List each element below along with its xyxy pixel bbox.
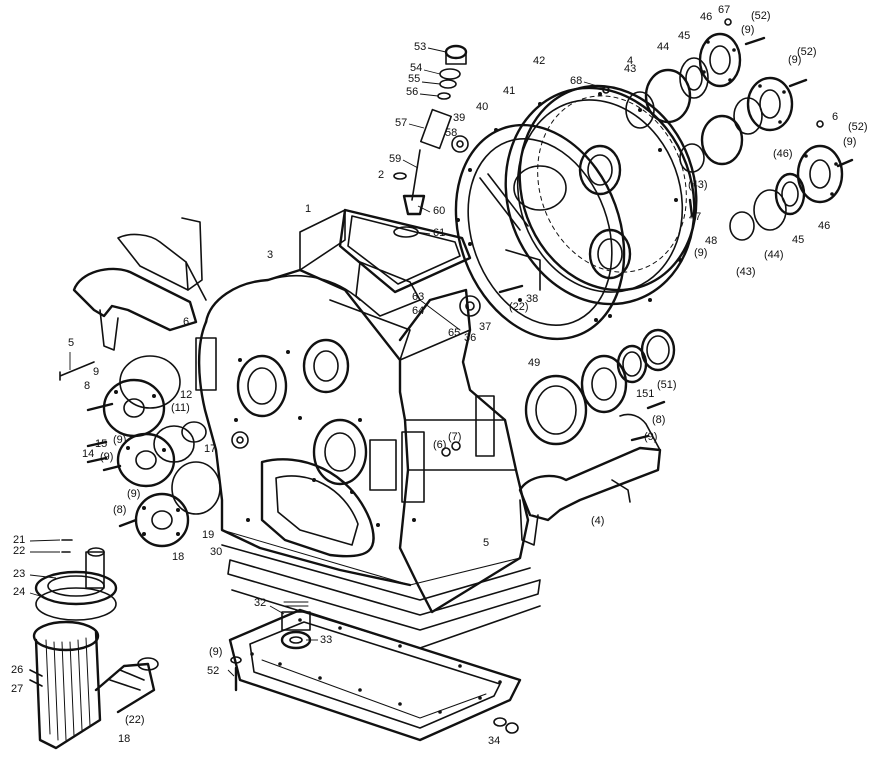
part-label: 46 xyxy=(700,11,712,23)
output-shaft-assembly xyxy=(29,539,159,750)
part-label: 6 xyxy=(832,111,838,123)
part-label: 60 xyxy=(433,205,445,217)
leader-lines xyxy=(29,47,605,677)
part-label: 5 xyxy=(483,537,489,549)
part-label: 45 xyxy=(678,30,690,42)
part-label: 27 xyxy=(11,683,23,695)
part-number-labels: 123455668(8)(8)9(9)(9)(9)(9)(9)(9)(9)(9)… xyxy=(11,4,868,747)
part-label: 17 xyxy=(204,443,216,455)
part-label: 6 xyxy=(183,316,189,328)
lower-right-seals xyxy=(524,328,676,446)
right-mounting-bracket xyxy=(475,395,662,546)
part-label: 151 xyxy=(636,388,654,400)
part-label: 41 xyxy=(503,85,515,97)
part-label: 55 xyxy=(408,73,420,85)
part-label: 47 xyxy=(689,211,701,223)
part-label: 14 xyxy=(82,448,94,460)
part-label: (43) xyxy=(688,179,708,191)
part-label: 3 xyxy=(267,249,273,261)
part-label: 18 xyxy=(118,733,130,745)
part-label: (9) xyxy=(788,54,801,66)
part-label: 9 xyxy=(93,366,99,378)
part-label: (9) xyxy=(741,24,754,36)
part-label: (52) xyxy=(797,46,817,58)
part-label: 49 xyxy=(528,357,540,369)
part-label: (9) xyxy=(113,434,126,446)
part-label: 5 xyxy=(68,337,74,349)
part-label: 15 xyxy=(95,438,107,450)
part-label: (9) xyxy=(694,247,707,259)
part-label: (8) xyxy=(652,414,665,426)
part-label: (9) xyxy=(644,431,657,443)
part-label: (51) xyxy=(657,379,677,391)
part-label: (11) xyxy=(171,402,190,414)
part-label: 37 xyxy=(479,321,491,333)
part-label: 4 xyxy=(627,55,633,67)
part-label: 53 xyxy=(414,41,426,53)
large-ring-cover xyxy=(454,84,698,341)
part-label: 21 xyxy=(13,534,25,546)
part-label: 32 xyxy=(254,597,266,609)
part-label: 44 xyxy=(657,41,669,53)
part-label: 65 xyxy=(448,327,460,339)
part-label: 18 xyxy=(172,551,184,563)
part-label: 8 xyxy=(84,380,90,392)
left-bearing-covers xyxy=(59,355,249,548)
part-label: 1 xyxy=(305,203,311,215)
part-label: 58 xyxy=(445,127,457,139)
part-label: (43) xyxy=(736,266,756,278)
part-label: 24 xyxy=(13,586,25,598)
part-label: 30 xyxy=(210,546,222,558)
part-label: 43 xyxy=(624,63,636,75)
part-label: 46 xyxy=(818,220,830,232)
part-label: 61 xyxy=(433,227,445,239)
part-label: (22) xyxy=(509,301,529,313)
part-label: (8) xyxy=(113,504,126,516)
part-label: 63 xyxy=(412,291,424,303)
part-label: 40 xyxy=(476,101,488,113)
part-label: 34 xyxy=(488,735,500,747)
part-label: 19 xyxy=(202,529,214,541)
part-label: 64 xyxy=(412,305,424,317)
part-label: (52) xyxy=(848,121,868,133)
part-label: 12 xyxy=(180,389,192,401)
part-label: 42 xyxy=(533,55,545,67)
part-label: (4) xyxy=(591,515,604,527)
part-label: (9) xyxy=(127,488,140,500)
part-label: 22 xyxy=(13,545,25,557)
part-label: (46) xyxy=(773,148,793,160)
part-label: (9) xyxy=(843,136,856,148)
breather-assembly xyxy=(393,44,469,238)
oil-pan-assembly xyxy=(221,529,541,742)
part-label: (52) xyxy=(751,10,771,22)
part-label: 33 xyxy=(320,634,332,646)
part-label: 26 xyxy=(11,664,23,676)
part-label: 48 xyxy=(705,235,717,247)
part-label: 68 xyxy=(570,75,582,87)
right-bearing-covers xyxy=(625,32,854,241)
part-label: 54 xyxy=(410,62,422,74)
part-label: (7) xyxy=(448,431,461,443)
part-label: (9) xyxy=(100,451,113,463)
part-label: (6) xyxy=(433,439,446,451)
part-label: 52 xyxy=(207,665,219,677)
part-label: 38 xyxy=(526,293,538,305)
left-mounting-bracket xyxy=(72,217,217,391)
part-label: 39 xyxy=(453,112,465,124)
part-label: 23 xyxy=(13,568,25,580)
main-housing-body xyxy=(197,208,530,614)
part-label: 45 xyxy=(792,234,804,246)
part-label: (9) xyxy=(209,646,222,658)
part-label: 67 xyxy=(718,4,730,16)
small-hardware xyxy=(230,18,824,692)
part-label: 2 xyxy=(378,169,384,181)
part-label: 36 xyxy=(464,332,476,344)
part-label: (44) xyxy=(764,249,784,261)
part-label: 59 xyxy=(389,153,401,165)
part-label: 57 xyxy=(395,117,407,129)
part-label: 56 xyxy=(406,86,418,98)
part-label: (22) xyxy=(125,714,145,726)
